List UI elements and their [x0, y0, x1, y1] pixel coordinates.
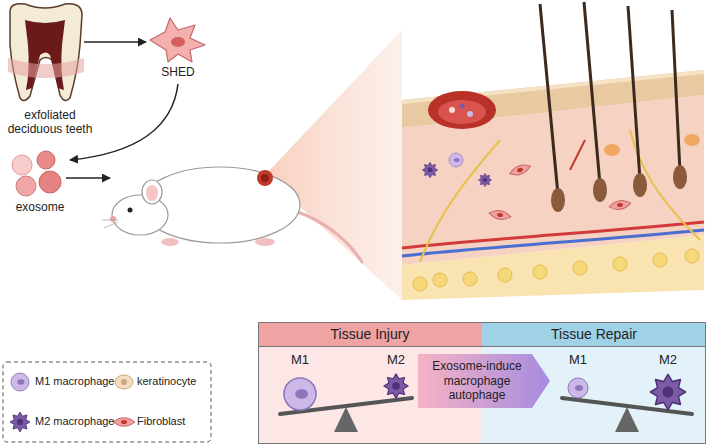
cell-label: SHED	[161, 65, 194, 79]
exosome-label: exosome	[16, 200, 65, 214]
arrow-text: Exosome-induce macrophage autophage	[418, 354, 550, 408]
process-arrow: Exosome-induce macrophage autophage	[418, 354, 550, 408]
arrow-label: Exosome-induce macrophage autophage	[426, 359, 528, 402]
repair-panel: Tissue Repair	[482, 322, 706, 444]
macrophage-label: M1	[569, 352, 587, 368]
legend-label: keratinocyte	[137, 375, 196, 388]
legend-label: M2 macrophage	[35, 415, 115, 428]
legend-label: Fibroblast	[137, 415, 185, 428]
macrophage-label: M1	[291, 352, 309, 368]
tooth-label: exfoliated deciduous teeth	[2, 108, 98, 137]
legend-label: M1 macrophage	[35, 375, 115, 388]
panel-heading: Tissue Repair	[482, 322, 706, 346]
panel-heading: Tissue Injury	[258, 322, 482, 346]
macrophage-label: M2	[387, 352, 405, 368]
macrophage-label: M2	[659, 352, 677, 368]
